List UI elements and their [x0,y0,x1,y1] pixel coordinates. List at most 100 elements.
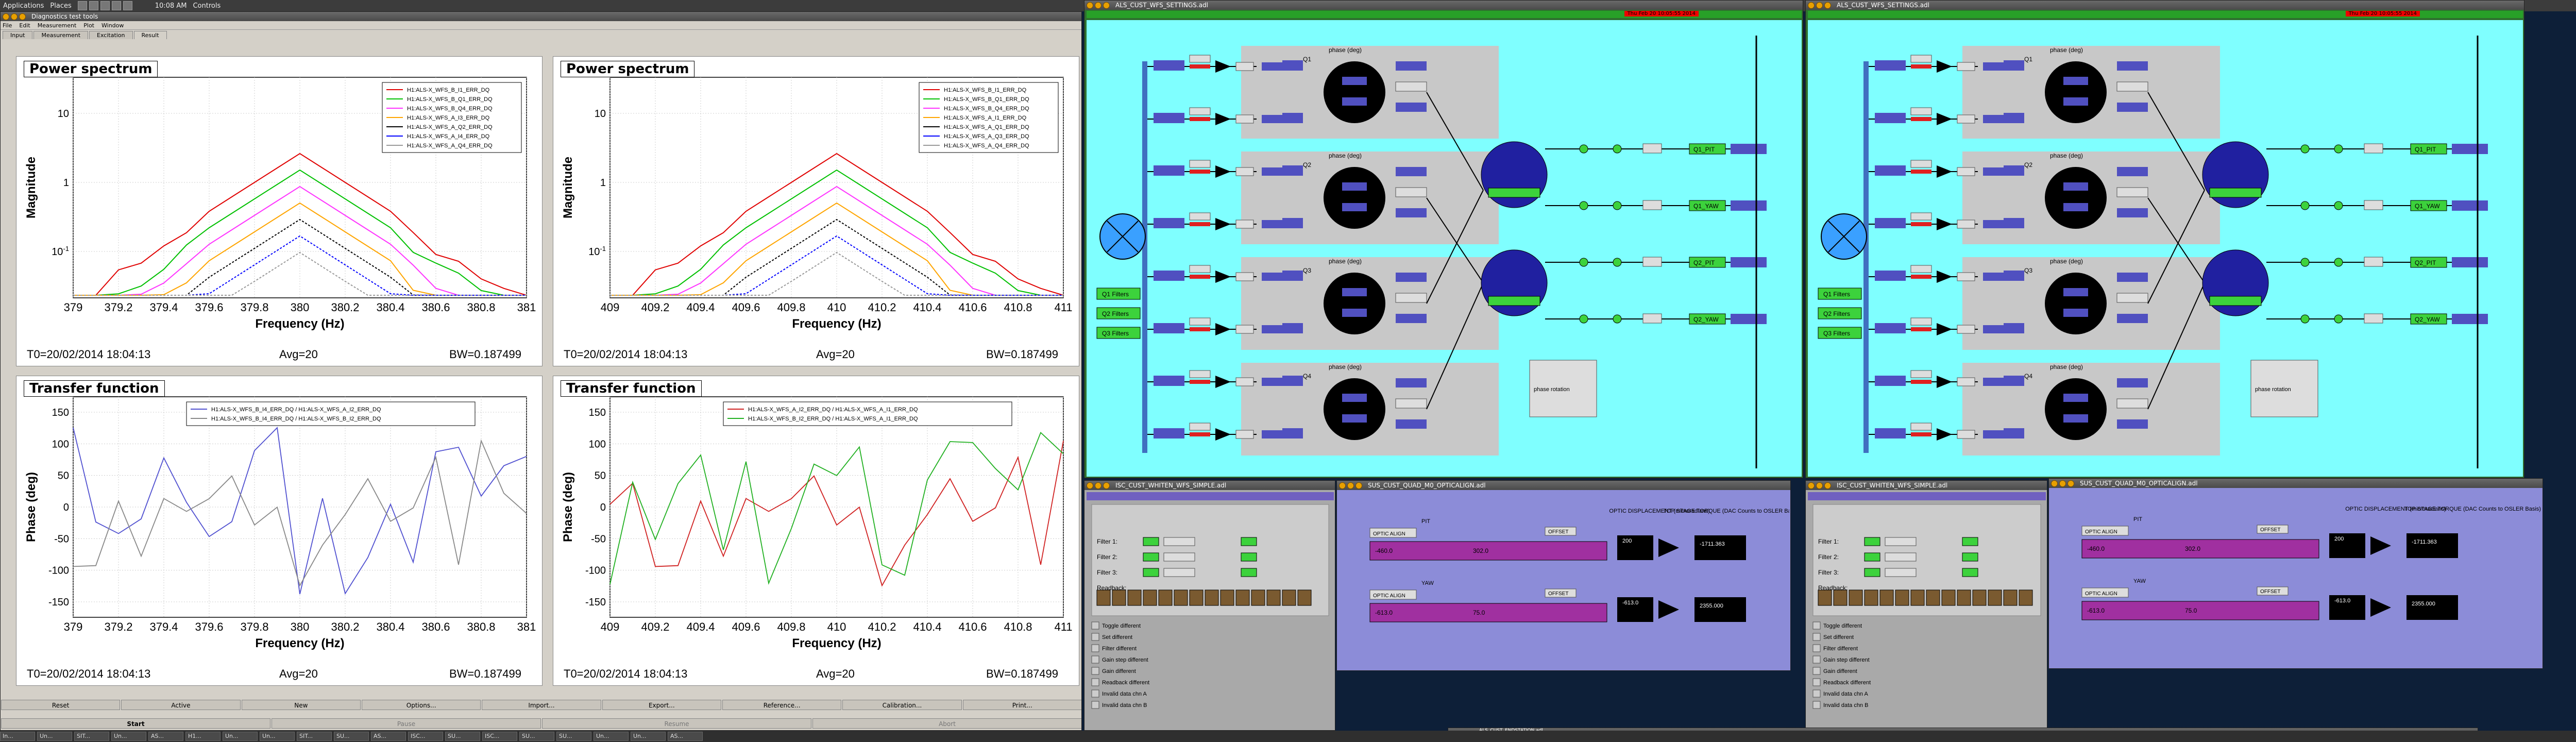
maximize-icon[interactable] [1824,482,1831,489]
minimize-icon[interactable] [1347,482,1354,489]
close-icon[interactable] [3,13,9,20]
maximize-icon[interactable] [19,13,26,20]
user-menu[interactable]: Controls [193,2,221,10]
tab-excitation[interactable]: Excitation [89,31,133,39]
value-box [1983,167,2004,176]
taskbar-item[interactable]: Un... [594,732,629,741]
diff-indicator [1091,633,1099,641]
medm-titlebar[interactable]: SUS_CUST_QUAD_M0_OPTICALIGN.adl [2049,479,2543,488]
maximize-icon[interactable] [2067,480,2074,487]
applications-menu[interactable]: Applications [3,2,44,10]
calibration-button[interactable]: Calibration... [842,700,962,710]
quad-header-label: TOP STAGE TORQUE (DAC Counts to OSLER Ba… [1663,508,1789,514]
reset-button[interactable]: Reset [1,700,121,710]
taskbar-item[interactable]: SIT... [297,732,332,741]
taskbar-item[interactable]: AS... [371,732,406,741]
readback-cell [2003,589,2018,606]
series-line [610,169,1063,296]
launcher-icon[interactable] [123,1,132,10]
launcher-icon[interactable] [100,1,110,10]
print-button[interactable]: Print... [962,700,1081,710]
close-icon[interactable] [1808,2,1815,9]
taskbar-item[interactable]: SU... [334,732,369,741]
value-box [1731,144,1767,154]
medm-titlebar[interactable]: SUS_CUST_QUAD_M0_OPTICALIGN.adl [1337,481,1790,490]
taskbar-item[interactable]: Un... [631,732,666,741]
x-tick-label: 380.4 [376,620,404,633]
abort-button[interactable]: Abort [812,718,1081,729]
taskbar-item[interactable]: Un... [37,732,72,741]
on-off-button [1957,167,1975,176]
minimize-icon[interactable] [11,13,18,20]
taskbar-item[interactable]: SU... [519,732,554,741]
medm-titlebar[interactable]: ISC_CUST_WHITEN_WFS_SIMPLE.adl [1084,481,1335,490]
minimize-icon[interactable] [1095,482,1101,489]
tab-measurement[interactable]: Measurement [33,31,89,39]
reference-button[interactable]: Reference... [722,700,842,710]
resume-button[interactable]: Resume [542,718,811,729]
value-box [1875,323,1906,333]
launcher-icon[interactable] [111,1,121,10]
launcher-icon[interactable] [77,1,87,10]
maximize-icon[interactable] [1824,2,1831,9]
minimize-icon[interactable] [2059,480,2066,487]
whiten-canvas: Filter 1:Filter 2:Filter 3:Readback:Togg… [1808,492,2046,729]
pause-button[interactable]: Pause [272,718,541,729]
y-tick-label: 100 [589,439,606,450]
on-off-button [2364,200,2383,210]
minimize-icon[interactable] [1816,2,1823,9]
taskbar-item[interactable]: In... [0,732,35,741]
close-icon[interactable] [2051,480,2058,487]
taskbar-item[interactable]: Un... [260,732,295,741]
taskbar-item[interactable]: AS... [668,732,703,741]
close-icon[interactable] [1808,482,1815,489]
export-button[interactable]: Export... [602,700,721,710]
taskbar-item[interactable]: AS... [148,732,183,741]
taskbar-item[interactable]: ISC... [408,732,443,741]
value-box [2117,419,2148,429]
menu-window[interactable]: Window [101,22,124,29]
start-button[interactable]: Start [1,718,270,729]
new-button[interactable]: New [241,700,361,710]
taskbar-item[interactable]: ISC... [482,732,517,741]
filter-button [1885,568,1917,577]
value-box [1983,378,2004,386]
close-icon[interactable] [1087,2,1093,9]
minimize-icon[interactable] [1095,2,1101,9]
maximize-icon[interactable] [1103,2,1110,9]
close-icon[interactable] [1087,482,1093,489]
medm-titlebar[interactable]: ALS_CUST_WFS_SETTINGS.adl [1806,1,2524,10]
tab-input[interactable]: Input [3,31,33,39]
menu-measurement[interactable]: Measurement [37,22,77,29]
menu-plot[interactable]: Plot [83,22,94,29]
medm-titlebar[interactable]: ALS_CUST_ENDSTATION.adl [1448,728,2478,732]
value-box [2004,165,2024,176]
close-icon[interactable] [1339,482,1346,489]
taskbar-item[interactable]: SU... [556,732,591,741]
maximize-icon[interactable] [1103,482,1110,489]
taskbar-item[interactable]: SIT... [74,732,109,741]
taskbar-item[interactable]: SU... [445,732,480,741]
taskbar-item[interactable]: Un... [223,732,258,741]
import-button[interactable]: Import... [482,700,601,710]
minimize-icon[interactable] [1816,482,1823,489]
dtt-titlebar[interactable]: Diagnostics test tools [1,12,1081,21]
medm-titlebar[interactable]: ISC_CUST_WHITEN_WFS_SIMPLE.adl [1806,481,2047,490]
clock[interactable]: 10:08 AM [155,2,187,10]
legend-entry: H1:ALS-X_WFS_A_Q3_ERR_DQ [944,133,1029,140]
menu-edit[interactable]: Edit [19,22,30,29]
taskbar-item[interactable]: H1... [185,732,221,741]
active-button[interactable]: Active [121,700,241,710]
menu-file[interactable]: File [3,22,12,29]
launcher-icon[interactable] [89,1,98,10]
tab-result[interactable]: Result [133,31,167,39]
options-button[interactable]: Options... [361,700,481,710]
medm-titlebar[interactable]: ALS_CUST_WFS_SETTINGS.adl [1084,1,1803,10]
places-menu[interactable]: Places [50,2,72,10]
taskbar-item[interactable]: Un... [111,732,146,741]
maximize-icon[interactable] [1355,482,1362,489]
